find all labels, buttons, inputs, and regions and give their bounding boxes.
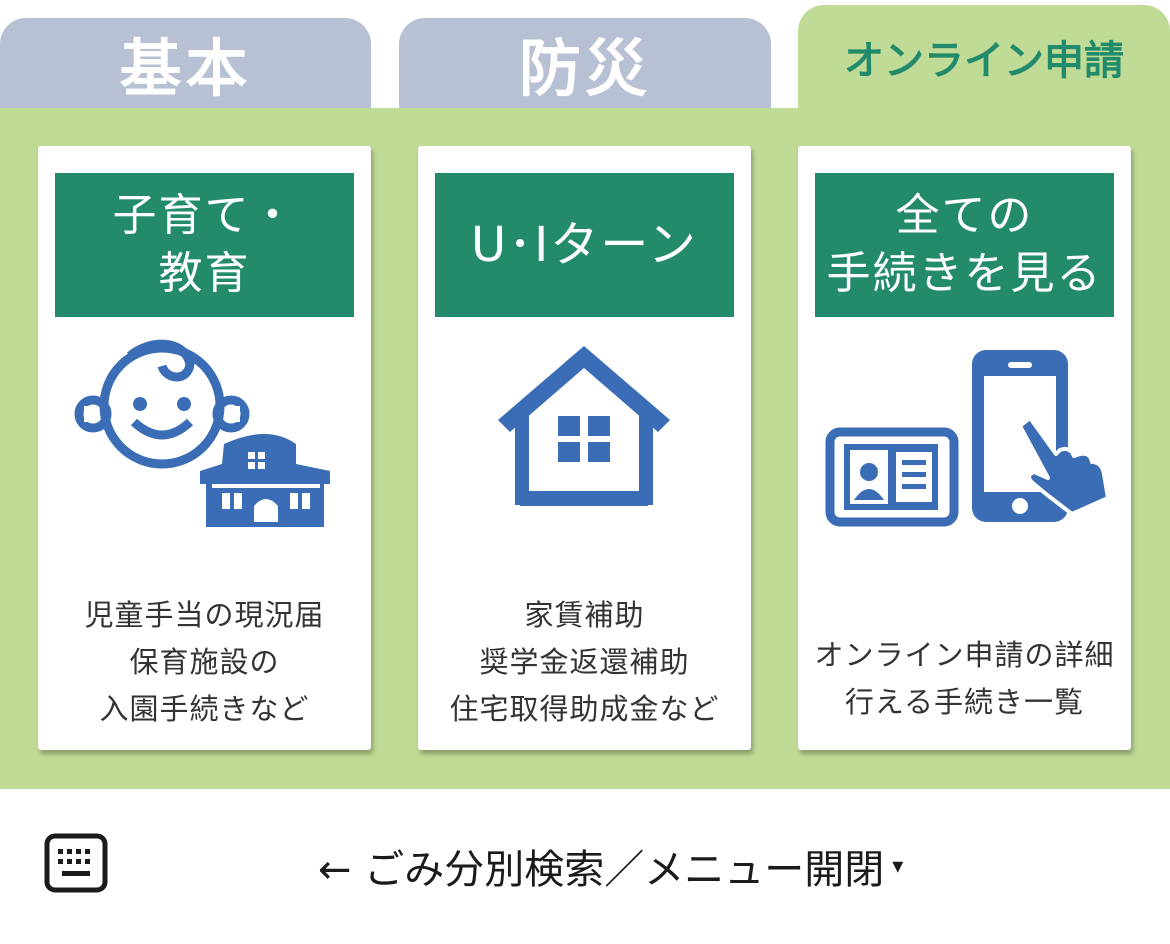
tab-online-application-label: オンライン申請 — [844, 38, 1124, 84]
tab-bousai-label: 防災 — [518, 32, 651, 105]
card-title-line: 手続きを見る — [826, 248, 1103, 299]
card-title: 子育て・ 教育 — [55, 173, 354, 317]
card-all-procedures[interactable]: 全ての 手続きを見る オンライン申請の詳細 行える手続き一覧 — [798, 146, 1131, 750]
card-description-line: 保育施設の — [129, 645, 280, 679]
tab-basic[interactable]: 基本 — [0, 18, 371, 108]
menu-toggle-label: ← ごみ分別検索／メニュー開閉 — [318, 847, 885, 893]
card-description-line: 入園手続きなど — [99, 692, 310, 726]
card-title-line: 教育 — [158, 248, 251, 299]
card-description-line: 住宅取得助成金など — [449, 692, 720, 726]
menu-toggle-button[interactable]: ← ごみ分別検索／メニュー開閉 ▾ — [318, 839, 903, 893]
tab-basic-label: 基本 — [119, 32, 252, 105]
card-description: 家賃補助 奨学金返還補助 住宅取得助成金など — [418, 592, 751, 733]
card-description: 児童手当の現況届 保育施設の 入園手続きなど — [38, 592, 371, 733]
id-card-smartphone-icon — [825, 350, 1110, 527]
tab-panel: 子育て・ 教育 — [0, 108, 1170, 789]
tab-bousai[interactable]: 防災 — [399, 18, 771, 108]
card-description-line: オンライン申請の詳細 — [814, 638, 1115, 672]
card-description: オンライン申請の詳細 行える手続き一覧 — [798, 632, 1131, 726]
bottom-bar: ← ごみ分別検索／メニュー開閉 ▾ — [0, 789, 1170, 944]
card-description-line: 家賃補助 — [524, 598, 645, 632]
card-title: U･Iターン — [435, 173, 734, 317]
card-title-line: 子育て・ — [112, 190, 297, 241]
card-title-line: 全ての — [895, 190, 1034, 241]
card-description-line: 児童手当の現況届 — [84, 598, 325, 632]
house-icon — [498, 346, 670, 506]
tab-online-application[interactable]: オンライン申請 — [798, 5, 1170, 109]
baby-school-icon — [74, 339, 330, 527]
keyboard-icon[interactable] — [44, 833, 108, 893]
card-title: 全ての 手続きを見る — [815, 173, 1114, 317]
card-childcare-education[interactable]: 子育て・ 教育 — [38, 146, 371, 750]
card-title-line: U･Iターン — [471, 217, 698, 273]
card-description-line: 奨学金返還補助 — [479, 645, 690, 679]
card-ui-turn[interactable]: U･Iターン 家賃補助 奨学金返還補助 住宅取得助成金など — [418, 146, 751, 750]
card-description-line: 行える手続き一覧 — [844, 685, 1085, 719]
caret-down-icon: ▾ — [892, 853, 904, 879]
